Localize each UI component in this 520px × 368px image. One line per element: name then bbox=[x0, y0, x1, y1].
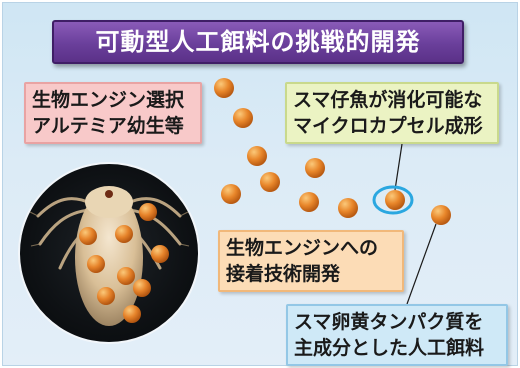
capsule bbox=[247, 146, 267, 166]
artemia-photo bbox=[20, 164, 198, 342]
title-banner: 可動型人工餌料の挑戦的開発 bbox=[52, 20, 464, 64]
highlight-ring bbox=[372, 185, 414, 215]
capsule bbox=[260, 172, 280, 192]
capsule bbox=[221, 184, 241, 204]
capsule bbox=[123, 305, 141, 323]
capsule bbox=[133, 279, 151, 297]
label-line: 主成分とした人工餌料 bbox=[294, 337, 485, 359]
callout-line-feed bbox=[406, 223, 437, 305]
label-line: スマ卵黄タンパク質を bbox=[294, 311, 484, 333]
capsule bbox=[115, 225, 133, 243]
capsule bbox=[214, 78, 234, 98]
capsule bbox=[97, 287, 115, 305]
label-microcapsule-forming: スマ仔魚が消化可能な マイクロカプセル成形 bbox=[285, 82, 499, 144]
page-title: 可動型人工餌料の挑戦的開発 bbox=[95, 28, 421, 56]
capsule bbox=[151, 245, 169, 263]
label-line: スマ仔魚が消化可能な bbox=[293, 89, 483, 111]
capsule-highlighted bbox=[385, 190, 405, 210]
capsule bbox=[431, 205, 451, 225]
label-line: 接着技術開発 bbox=[226, 263, 341, 285]
label-line: 生物エンジンへの bbox=[226, 237, 379, 259]
capsule bbox=[117, 267, 135, 285]
capsule bbox=[79, 227, 97, 245]
capsule bbox=[338, 198, 358, 218]
capsule bbox=[87, 255, 105, 273]
capsule bbox=[139, 203, 157, 221]
label-bio-engine-selection: 生物エンジン選択 アルテミア幼生等 bbox=[24, 82, 202, 144]
label-line: 生物エンジン選択 bbox=[32, 89, 185, 111]
capsule bbox=[305, 158, 325, 178]
capsule bbox=[233, 108, 253, 128]
label-artificial-feed: スマ卵黄タンパク質を 主成分とした人工餌料 bbox=[286, 304, 508, 366]
callout-line-capsule bbox=[394, 143, 403, 191]
capsule bbox=[299, 192, 319, 212]
label-adhesion-technology: 生物エンジンへの 接着技術開発 bbox=[218, 230, 404, 292]
label-line: アルテミア幼生等 bbox=[32, 115, 184, 137]
artemia-illustration bbox=[29, 186, 190, 326]
label-line: マイクロカプセル成形 bbox=[293, 115, 483, 137]
